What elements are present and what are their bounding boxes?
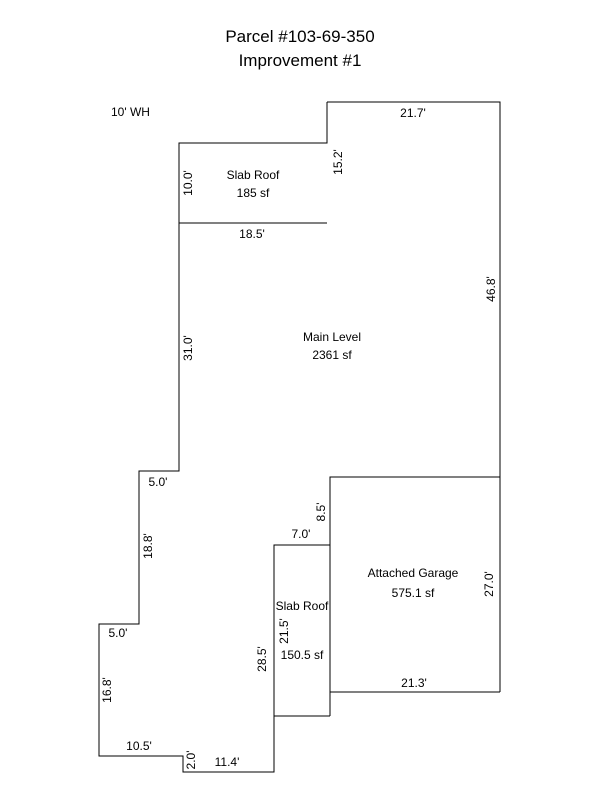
slab-roof-top-label: Slab Roof bbox=[227, 168, 280, 182]
dim-step-upper: 5.0' bbox=[149, 475, 168, 489]
slab-roof-bottom-area: 150.5 sf bbox=[281, 648, 324, 662]
wall-height-note: 10' WH bbox=[111, 105, 150, 119]
dim-garage-right: 27.0' bbox=[482, 571, 496, 597]
dim-left-upper: 31.0' bbox=[181, 335, 195, 361]
dim-slab-top-width: 18.5' bbox=[239, 227, 265, 241]
main-level-label: Main Level bbox=[303, 330, 361, 344]
dim-main-right: 46.8' bbox=[484, 276, 498, 302]
dim-garage-notch: 8.5' bbox=[314, 503, 328, 522]
slab-roof-top-area: 185 sf bbox=[237, 186, 270, 200]
dim-bottom-jog: 2.0' bbox=[184, 751, 198, 770]
dim-notch-vertical: 15.2' bbox=[331, 149, 345, 175]
dim-left-lower: 16.8' bbox=[100, 677, 114, 703]
parcel-title: Parcel #103-69-350 bbox=[225, 27, 375, 46]
main-level-outline bbox=[98, 101, 501, 773]
dim-slab-bottom-inner: 21.5' bbox=[277, 618, 291, 644]
dim-slab-top-height: 10.0' bbox=[181, 170, 195, 196]
dim-step-lower: 5.0' bbox=[109, 626, 128, 640]
dim-bottom-middle: 11.4' bbox=[215, 755, 240, 769]
slab-roof-bottom-label: Slab Roof bbox=[276, 599, 329, 613]
main-level-area: 2361 sf bbox=[312, 348, 352, 362]
dim-bottom-left: 10.5' bbox=[126, 739, 152, 753]
garage-label: Attached Garage bbox=[368, 566, 459, 580]
garage-area: 575.1 sf bbox=[392, 586, 435, 600]
dim-left-middle: 18.8' bbox=[141, 533, 155, 559]
dim-garage-bottom: 21.3' bbox=[401, 676, 427, 690]
dim-slab-bottom-outer: 28.5' bbox=[255, 646, 269, 672]
improvement-title: Improvement #1 bbox=[238, 51, 362, 70]
dim-slab-bottom-width: 7.0' bbox=[292, 527, 311, 541]
dim-main-top: 21.7' bbox=[400, 106, 426, 120]
